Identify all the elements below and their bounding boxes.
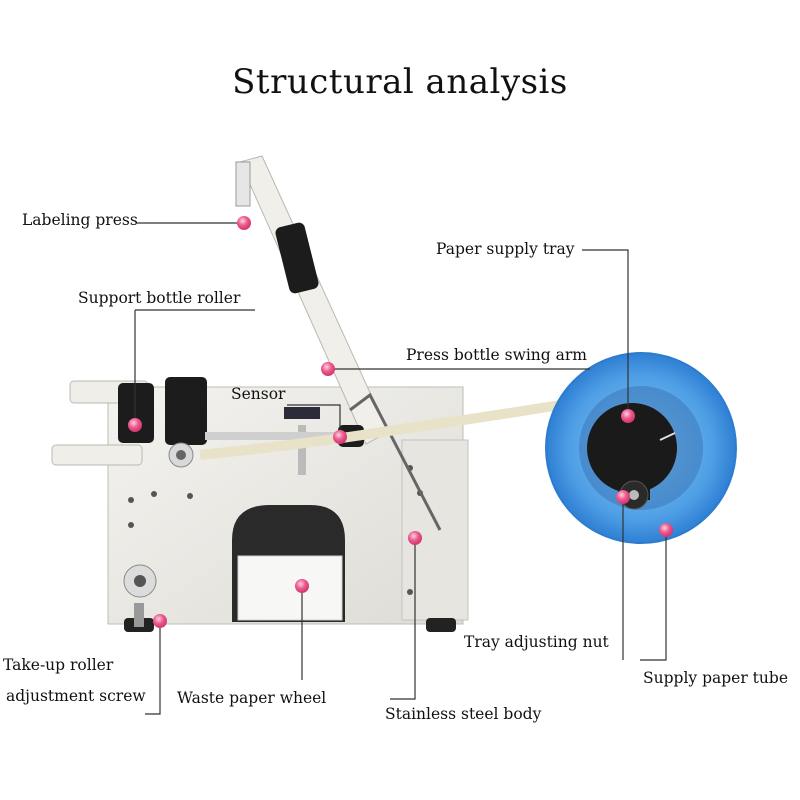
diagram-title: Structural analysis [232,62,568,102]
marker-paper-supply-tray [621,409,635,423]
leader-lines [134,222,667,715]
label-press-bottle-swing-arm: Press bottle swing arm [406,346,587,364]
label-take-up-roller-line2: adjustment screw [6,687,146,705]
marker-labeling-press [237,216,251,230]
sensor-shape [205,407,355,475]
marker-press-bottle-swing-arm [321,362,335,376]
label-take-up-roller-line1: Take-up roller [3,656,114,674]
marker-waste-paper-wheel [295,579,309,593]
label-labeling-press: Labeling press [22,211,138,229]
marker-supply-paper-tube [659,523,673,537]
marker-tray-adjusting-nut [616,490,630,504]
markers [128,216,673,628]
label-supply-paper-tube: Supply paper tube [643,669,788,687]
marker-support-bottle-roller [128,418,142,432]
label-stainless-steel-body: Stainless steel body [385,705,542,723]
marker-sensor [333,430,347,444]
paper-supply-tray-shape [545,352,737,544]
marker-stainless-steel-body [408,531,422,545]
label-support-bottle-roller: Support bottle roller [78,289,241,307]
label-tray-adjusting-nut: Tray adjusting nut [464,633,609,651]
marker-take-up-roller [153,614,167,628]
label-waste-paper-wheel: Waste paper wheel [177,689,327,707]
label-paper-supply-tray: Paper supply tray [436,240,575,258]
support-bottle-roller-shape [118,377,207,468]
label-sensor: Sensor [231,385,286,403]
